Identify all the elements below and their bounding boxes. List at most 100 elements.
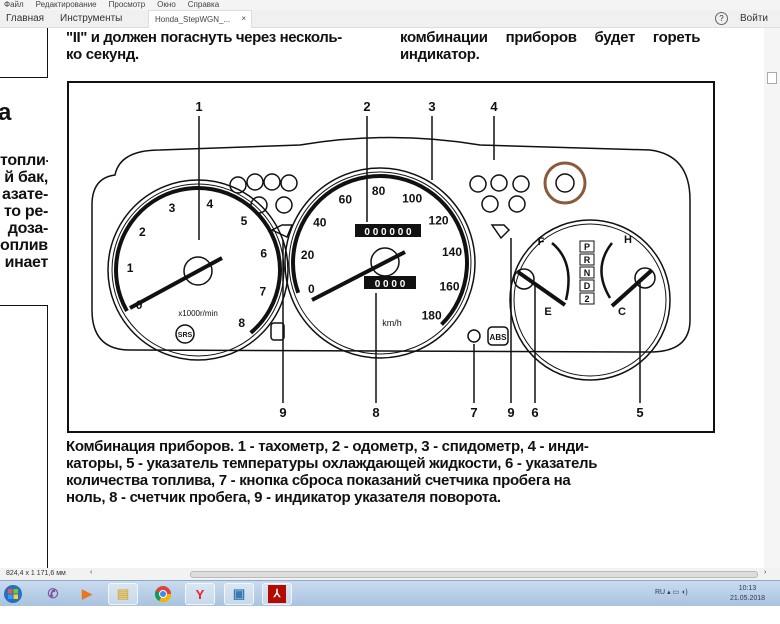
scroll-right-icon[interactable]: ›: [764, 569, 767, 576]
brake-icon: [481, 195, 499, 213]
abs-indicator: [487, 326, 509, 346]
help-icon[interactable]: ?: [715, 12, 728, 25]
text-line: топли-: [0, 152, 48, 169]
left-frame-bottom: [0, 305, 48, 568]
speedometer-scale: [291, 174, 469, 326]
gear-box: [579, 292, 595, 305]
callout-number: 2: [363, 99, 370, 114]
speed-unit: km/h: [382, 318, 402, 328]
temp-scale: [600, 242, 613, 299]
speedometer-tick-label: 40: [313, 216, 327, 230]
menu-file[interactable]: Файл: [4, 0, 24, 9]
check-engine-icon: [250, 196, 268, 214]
srs-label: SRS: [178, 332, 193, 339]
page-size: 824,4 x 1 171,6 мм: [6, 570, 66, 577]
chrome-icon[interactable]: [148, 583, 178, 605]
low-fuel-icon: [555, 173, 575, 193]
volume-icon[interactable]: ◖): [681, 589, 688, 596]
tachometer-dial: [107, 179, 289, 361]
tachometer-unit: x1000r/min: [178, 309, 218, 318]
caption-line: каторы, 5 - указатель температуры охлажд…: [66, 455, 598, 472]
caption-line: количества топлива, 7 - кнопка сброса по…: [66, 472, 571, 489]
tab-tools[interactable]: Инструменты: [60, 13, 123, 24]
yandex-browser-icon[interactable]: Y: [185, 583, 215, 605]
section-heading: а: [0, 99, 12, 126]
tab-home[interactable]: Главная: [6, 13, 45, 24]
menu-bar: Файл Редактирование Просмотр Окно Справка: [0, 0, 780, 10]
gear-indicator: D: [584, 281, 591, 291]
turn-left-indicator-icon: [270, 224, 294, 239]
close-tab-icon[interactable]: ×: [241, 14, 246, 23]
warning-light: [270, 322, 285, 341]
figure-frame: [67, 81, 715, 433]
speedometer-dial: [284, 167, 476, 359]
tachometer-tick-label: 7: [260, 284, 267, 298]
left-frame-top: [0, 28, 48, 78]
menu-edit[interactable]: Редактирование: [35, 0, 97, 9]
speedometer-tick-label: 20: [301, 248, 315, 262]
text-line: инает: [4, 254, 48, 271]
trip-reset-button: [467, 329, 481, 343]
speedometer-tick-label: 100: [402, 191, 422, 205]
trip-value: 0 0 0 0: [375, 279, 406, 290]
vertical-scroll-thumb[interactable]: [767, 72, 777, 84]
tachometer-tick-label: 1: [127, 261, 134, 275]
turn-right-indicator-icon: [490, 224, 511, 240]
speedometer-tick-label: 0: [308, 282, 315, 296]
media-player-icon[interactable]: ▶: [82, 586, 92, 601]
callout-number: 3: [428, 99, 435, 114]
fuel-temp-dial-inner: [513, 223, 667, 377]
speedometer-tick-label: 60: [339, 193, 353, 207]
status-bar: 824,4 x 1 171,6 мм ‹ ›: [0, 568, 780, 581]
speedometer-tick-label: 180: [422, 309, 442, 323]
headlight-icon: [275, 196, 293, 214]
login-button[interactable]: Войти: [740, 13, 768, 24]
tab-document[interactable]: Honda_StepWGN_...×: [148, 10, 252, 28]
horizontal-scrollbar[interactable]: [190, 571, 758, 578]
tachometer-tick-label: 8: [238, 316, 245, 330]
vertical-scrollbar[interactable]: [764, 28, 780, 568]
cluster-outline: [91, 136, 691, 353]
photo-viewer-icon[interactable]: ▣: [224, 583, 254, 605]
odometer-display: [355, 224, 421, 237]
tachometer-tick-label: 3: [169, 201, 176, 215]
temp-needle: [610, 268, 654, 308]
language-indicator[interactable]: RU: [655, 589, 666, 596]
caption-line: Комбинация приборов. 1 - тахометр, 2 - о…: [66, 438, 589, 455]
network-icon[interactable]: ▭: [672, 589, 680, 596]
menu-view[interactable]: Просмотр: [108, 0, 146, 9]
text-line: доза-: [7, 220, 48, 237]
fuel-scale: [551, 242, 570, 301]
text-line: индикатор.: [400, 46, 480, 63]
tray-arrow-icon[interactable]: ▴: [667, 589, 671, 596]
speedometer-tick-label: 80: [372, 184, 386, 198]
text-line: й бак,: [4, 169, 48, 186]
file-explorer-icon[interactable]: ▤: [108, 583, 138, 605]
battery-icon: [263, 173, 281, 191]
temp-hot-label: H: [624, 234, 632, 246]
callout-number: 6: [531, 405, 538, 420]
start-icon[interactable]: [0, 583, 26, 605]
acrobat-icon[interactable]: ⅄: [262, 583, 292, 605]
fuel-full-label: F: [538, 236, 545, 248]
gear-indicator: 2: [584, 294, 589, 304]
menu-help[interactable]: Справка: [187, 0, 220, 9]
seatbelt-reminder-icon: [508, 195, 526, 213]
warning-light: [280, 174, 298, 192]
tachometer-tick-label: 4: [206, 197, 213, 211]
menu-window[interactable]: Окно: [157, 0, 176, 9]
speedometer-needle: [311, 250, 406, 302]
gear-box: [579, 266, 595, 279]
door-open-icon: [490, 174, 508, 192]
text-line: комбинации приборов будет гореть: [400, 29, 701, 46]
tachometer-hub: [183, 256, 213, 286]
seatbelt-icon: [469, 175, 487, 193]
gear-box: [579, 279, 595, 292]
text-line: ко секунд.: [66, 46, 139, 63]
highlight-circle: [543, 161, 587, 205]
scroll-left-icon[interactable]: ‹: [90, 569, 93, 576]
odometer-value: 0 0 0 0 0 0: [364, 227, 412, 238]
viber-icon[interactable]: ✆: [47, 586, 59, 601]
